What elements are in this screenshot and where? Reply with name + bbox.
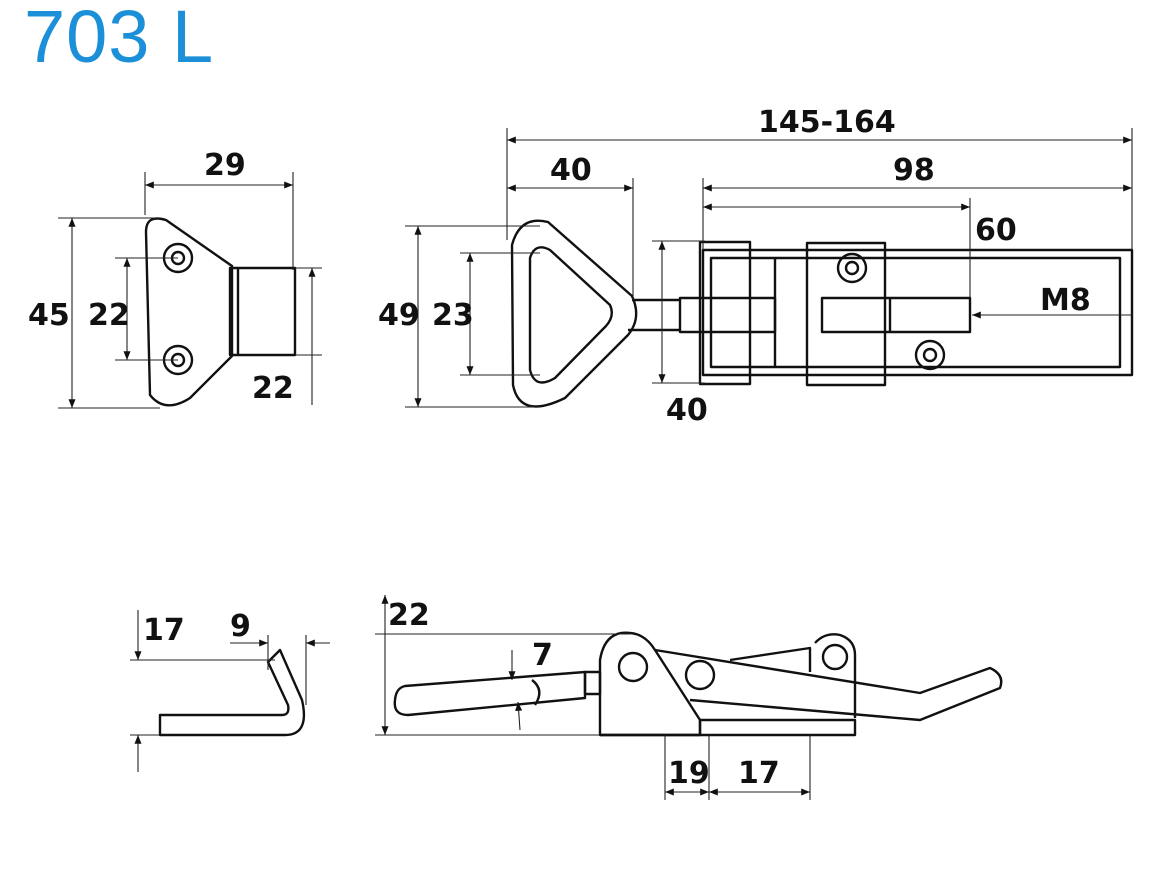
dim-handle-dia: 7 xyxy=(532,638,553,673)
catch-plate-side-view: 17 9 xyxy=(130,609,330,772)
dim-side-height: 17 xyxy=(143,613,185,648)
dim-hole-offset: 19 xyxy=(668,756,710,791)
latch-top-view: 145-164 40 98 60 M8 49 23 40 xyxy=(378,105,1134,428)
dim-hole-spacing: 17 xyxy=(738,756,780,791)
dim-height: 45 xyxy=(28,298,70,333)
dim-hook-height: 22 xyxy=(252,371,294,406)
dim-width: 29 xyxy=(204,148,246,183)
dim-overall-length: 145-164 xyxy=(758,105,896,140)
dim-thread: M8 xyxy=(1040,283,1091,318)
latch-side-view: 22 7 19 17 xyxy=(375,595,1003,800)
catch-plate-top-view: 29 45 22 22 xyxy=(28,148,322,409)
dim-body-length: 98 xyxy=(893,153,935,188)
dim-slot-length: 60 xyxy=(975,213,1017,248)
dim-body-width: 40 xyxy=(666,393,708,428)
dim-handle-length: 40 xyxy=(550,153,592,188)
dim-hook-depth: 9 xyxy=(230,609,251,644)
dim-handle-inner: 23 xyxy=(432,298,474,333)
model-title: 703 L xyxy=(24,0,215,78)
dim-handle-height: 49 xyxy=(378,298,420,333)
dim-side-height: 22 xyxy=(388,598,430,633)
dim-hole-spacing: 22 xyxy=(88,298,130,333)
